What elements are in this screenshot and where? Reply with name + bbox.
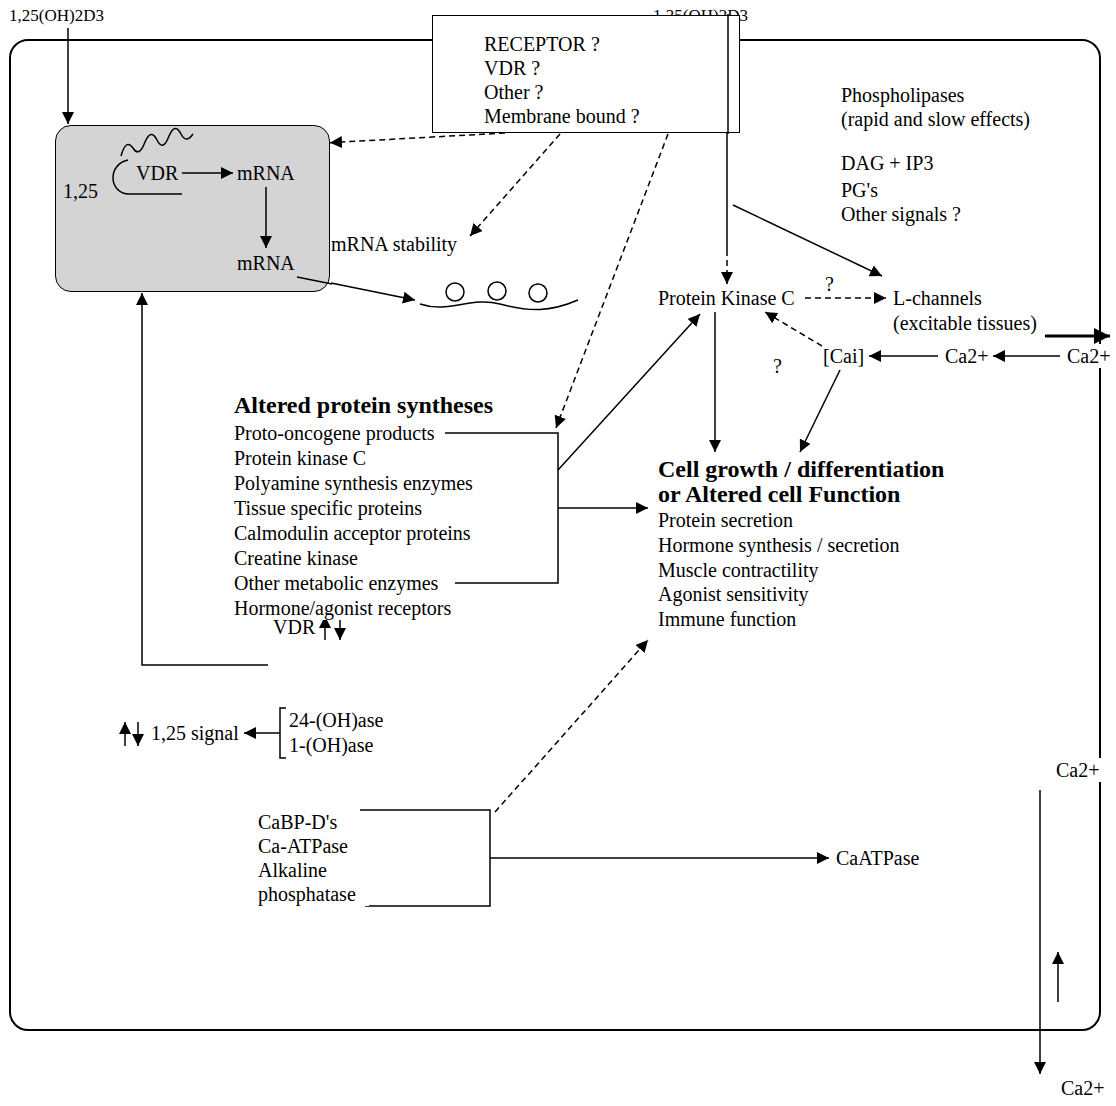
receptor-drawing <box>727 14 729 134</box>
text-label: CaBP-D's <box>257 810 338 834</box>
text-label: Ca2+ <box>1060 1076 1106 1100</box>
text-label: Tissue specific proteins <box>233 496 423 520</box>
bracket <box>280 708 286 758</box>
node-text: 1,25 <box>63 179 98 203</box>
dashed-arrow <box>470 134 560 236</box>
node-text: mRNA <box>237 161 295 185</box>
text-label: Protein secretion <box>657 508 794 532</box>
text-label: VDR <box>272 615 316 639</box>
dashed-connector <box>330 133 505 143</box>
node-text: VDR <box>136 161 178 185</box>
efflux-arrow <box>1045 335 1110 338</box>
hormone-label: 1,25(OH)2D3 <box>8 4 105 28</box>
text-label: Other metabolic enzymes <box>233 571 439 595</box>
arrow <box>558 507 648 509</box>
arrow <box>800 370 840 452</box>
cell-membrane <box>10 40 1100 1030</box>
up-arrow <box>124 722 126 746</box>
question-mark: ? <box>824 272 835 296</box>
node-text: RECEPTOR ? <box>484 32 600 56</box>
text-label: 1,25 signal <box>150 721 240 745</box>
arrow <box>1039 790 1041 1074</box>
dashed-arrow <box>495 640 648 812</box>
text-label: Calmodulin acceptor proteins <box>233 521 472 545</box>
dashed-arrow <box>805 297 886 299</box>
pathway-note: (rapid and slow effects) <box>840 107 1031 131</box>
question-mark: ? <box>772 354 783 378</box>
down-arrow <box>137 722 139 746</box>
text-label: Hormone/agonist receptors <box>233 596 452 620</box>
text-label: Polyamine synthesis enzymes <box>233 471 474 495</box>
text-label: CaATPase <box>835 846 920 870</box>
group-heading: Altered protein syntheses <box>233 393 494 418</box>
text-label: Alkaline phosphatase <box>257 858 369 906</box>
arrow <box>265 187 267 248</box>
ribosome <box>529 284 547 302</box>
polysome-strand <box>420 300 578 310</box>
signal-label: Other signals ? <box>840 202 962 226</box>
signal-label: PG's <box>840 178 879 202</box>
arrow <box>67 28 69 124</box>
text-label: Creatine kinase <box>233 546 359 570</box>
bracket <box>360 810 490 906</box>
node-text: VDR ? <box>484 56 540 80</box>
signal-label: DAG + IP3 <box>840 151 934 175</box>
node-text: mRNA <box>237 251 295 275</box>
arrow <box>331 283 415 300</box>
receptor-drawing <box>121 128 193 156</box>
enzyme-label: Protein Kinase C <box>657 286 796 310</box>
channel-label: L-channels <box>892 286 983 310</box>
dashed-arrow <box>556 134 668 428</box>
arrow <box>244 732 280 734</box>
ion-label: Ca2+ <box>944 344 990 368</box>
channel-note: (excitable tissues) <box>892 311 1038 335</box>
ion-label: Ca2+ <box>1066 344 1112 368</box>
arrow <box>714 312 716 452</box>
process-label: mRNA stability <box>330 232 458 256</box>
text-label: Muscle contractility <box>657 558 820 582</box>
dashed-arrow <box>726 250 728 284</box>
text-label: Immune function <box>657 607 797 631</box>
arrow <box>993 355 1060 357</box>
ion-label: [Cai] <box>822 344 865 368</box>
text-label: Ca2+ <box>1055 758 1101 782</box>
text-label: 24-(OH)ase <box>288 708 384 732</box>
ribosome <box>488 282 506 300</box>
arrow <box>490 857 829 859</box>
up-arrow <box>1057 952 1059 1002</box>
text-label: Cell growth / differentiation or Altered… <box>657 457 959 507</box>
arrow <box>182 172 233 174</box>
node-text: Other ? <box>484 80 543 104</box>
text-label: Protein kinase C <box>233 446 367 470</box>
receptor-drawing <box>113 160 182 194</box>
receptor-drawing <box>297 277 332 284</box>
text-label: Hormone synthesis / secretion <box>657 533 901 557</box>
pathway-label: Phospholipases <box>840 83 965 107</box>
ribosome <box>446 283 464 301</box>
text-label: Ca-ATPase <box>257 834 349 858</box>
arrow <box>869 355 938 357</box>
node-text: Membrane bound ? <box>484 104 640 128</box>
dashed-arrow <box>765 312 822 346</box>
receptor-box: RECEPTOR ?VDR ?Other ?Membrane bound ? <box>432 15 740 133</box>
bracket <box>445 433 558 583</box>
nucleus-box: 1,25 VDR mRNA mRNA <box>55 125 330 292</box>
arrow <box>558 314 700 470</box>
text-label: Agonist sensitivity <box>657 582 810 606</box>
text-label: 1-(OH)ase <box>288 733 374 757</box>
text-label: Proto-oncogene products <box>233 421 436 445</box>
